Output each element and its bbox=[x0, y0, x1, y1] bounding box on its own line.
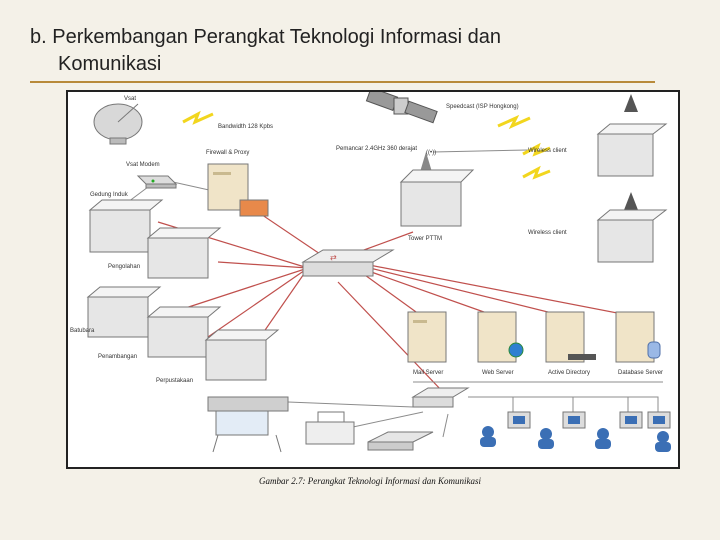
link-router-web bbox=[359, 267, 499, 318]
label-gedung-induk: Gedung Induk bbox=[90, 192, 129, 198]
wireless-client-building-2-icon bbox=[596, 192, 668, 263]
label-tower: Tower PTTM bbox=[408, 236, 442, 242]
title-divider bbox=[30, 81, 655, 83]
tower-building-icon bbox=[399, 152, 475, 227]
label-perpustakaan: Perpustakaan bbox=[156, 378, 193, 384]
link-router-switch bbox=[337, 281, 444, 393]
vsat-dish-icon bbox=[93, 103, 143, 145]
link-switch-pc bbox=[442, 413, 449, 438]
link-switch-clients bbox=[468, 396, 659, 417]
mail-server-icon bbox=[407, 311, 447, 363]
slide-title-line-1: b. Perkembangan Perangkat Teknologi Info… bbox=[30, 26, 502, 48]
label-penambangan: Penambangan bbox=[98, 354, 137, 360]
label-vsat-modem: Vsat Modem bbox=[126, 162, 160, 168]
database-server-icon bbox=[615, 311, 661, 363]
slide-title: b. Perkembangan Perangkat Teknologi Info… bbox=[30, 24, 670, 78]
building-gedung-induk-icon bbox=[88, 199, 164, 253]
figure-caption: Gambar 2.7: Perangkat Teknologi Informas… bbox=[259, 476, 481, 486]
link-router-mail bbox=[357, 269, 424, 318]
label-firewall: Firewall & Proxy bbox=[206, 150, 249, 156]
label-mail-server: Mail Server bbox=[413, 370, 443, 376]
label-wireless-client-1: Wireless client bbox=[528, 148, 567, 154]
label-web-server: Web Server bbox=[482, 370, 514, 376]
lightning-wireless-1-icon bbox=[522, 142, 551, 157]
building-penambangan-icon bbox=[146, 306, 222, 358]
link-router-pengolahan bbox=[217, 261, 309, 269]
label-pemancar: Pemancar 2.4GHz 360 derajat bbox=[336, 146, 417, 152]
wireless-client-building-1-icon bbox=[596, 94, 668, 177]
antenna-signal-icon: ((•)) bbox=[426, 150, 436, 156]
plotter-icon bbox=[207, 396, 289, 453]
label-batubara: Batubara bbox=[70, 328, 95, 334]
label-vsat: Vsat bbox=[124, 96, 136, 102]
switch-icon bbox=[411, 387, 470, 408]
link-router-db bbox=[363, 263, 639, 318]
router-icon: ⇄ bbox=[301, 249, 395, 277]
active-directory-icon bbox=[545, 311, 596, 363]
vsat-modem-icon bbox=[136, 175, 178, 189]
satellite-icon bbox=[365, 92, 438, 124]
scanner-icon bbox=[367, 431, 434, 451]
lightning-speedcast-icon bbox=[497, 114, 531, 130]
label-wireless-client-2: Wireless client bbox=[528, 230, 567, 236]
network-diagram: Vsat Bandwidth 128 Kpbs Vsat Modem Gedun… bbox=[66, 90, 680, 469]
slide-title-line-2: Komunikasi bbox=[58, 53, 162, 75]
label-pengolahan: Pengolahan bbox=[108, 264, 140, 270]
link-router-penambangan bbox=[207, 267, 309, 338]
svg-text:⇄: ⇄ bbox=[330, 253, 337, 262]
label-database-server: Database Server bbox=[618, 370, 663, 376]
web-server-icon bbox=[477, 311, 524, 363]
label-bandwidth: Bandwidth 128 Kpbs bbox=[218, 124, 273, 130]
link-pemancar-client bbox=[432, 149, 529, 153]
lightning-vsat-icon bbox=[182, 110, 214, 125]
firewall-proxy-icon bbox=[207, 163, 269, 217]
client-pc-icon bbox=[480, 411, 671, 452]
link-switch-fax bbox=[352, 411, 424, 428]
lightning-wireless-2-icon bbox=[522, 165, 551, 180]
label-speedcast: Speedcast (ISP Hongkong) bbox=[446, 104, 519, 110]
network-diagram-canvas: Vsat Bandwidth 128 Kpbs Vsat Modem Gedun… bbox=[70, 92, 671, 453]
link-switch-printer bbox=[287, 401, 414, 408]
building-pengolahan-icon bbox=[146, 227, 222, 279]
building-perpustakaan-icon bbox=[204, 329, 280, 381]
link-router-ad bbox=[361, 265, 569, 318]
fax-icon bbox=[305, 411, 355, 445]
label-active-directory: Active Directory bbox=[548, 370, 590, 376]
